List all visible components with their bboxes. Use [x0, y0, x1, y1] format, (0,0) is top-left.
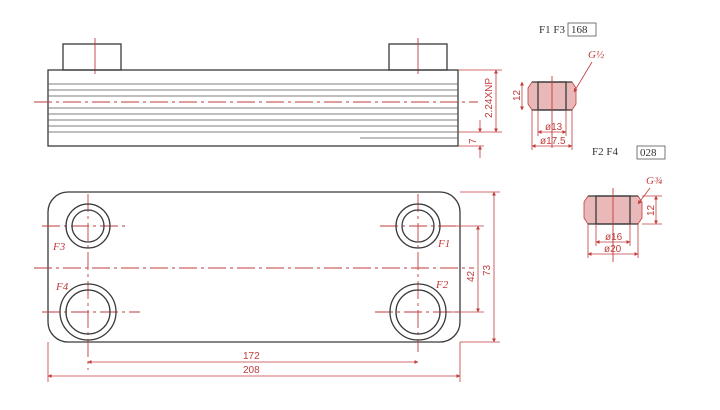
port-label-f3: F3: [52, 241, 66, 253]
fitting-small-code-box: [567, 22, 597, 37]
fitting-small-height: 12: [512, 89, 523, 101]
port-label-f2: F2: [435, 279, 449, 291]
fitting-small-outer-dia: ø17.5: [540, 136, 566, 147]
port-label-f1: F1: [437, 238, 450, 250]
port-label-f4: F4: [55, 281, 69, 293]
fitting-small-inner-dia: ø13: [545, 122, 563, 133]
fitting-small-ports: F1 F3: [539, 24, 565, 36]
fitting-small-code: 168: [571, 24, 588, 36]
height-dim-label: 2.24XNP: [484, 78, 495, 118]
fitting-large-ports: F2 F4: [592, 146, 618, 158]
top-fitting-left: [62, 43, 122, 71]
plate-view: F3 F1 F4 F2 42 73 172 208: [34, 191, 500, 382]
thickness-dim-label: 7: [468, 138, 479, 144]
fitting-large-code-box: [636, 145, 666, 160]
port-bottom-left: [59, 283, 117, 341]
fitting-small-detail: F1 F3 168 G½ 12 ø13 ø17.5: [512, 22, 604, 150]
fitting-large-thread: G¾: [646, 175, 662, 187]
fitting-large-code: 028: [640, 147, 657, 159]
dim-172: 172: [243, 351, 260, 362]
fitting-small-thread: G½: [588, 49, 604, 61]
plate-outline: [47, 191, 461, 343]
side-view: 2.24XNP 7: [34, 38, 502, 158]
fitting-large-outer-dia: ø20: [604, 244, 622, 255]
dim-42: 42: [466, 270, 477, 282]
port-top-left: [65, 203, 111, 249]
dim-208: 208: [243, 365, 260, 376]
fitting-large-height: 12: [646, 204, 657, 216]
plate-lines: [48, 83, 458, 139]
fitting-large-detail: F2 F4 028 G¾ 12 ø16 ø20: [583, 145, 666, 262]
dim-73: 73: [482, 264, 493, 276]
fitting-large-inner-dia: ø16: [605, 232, 623, 243]
